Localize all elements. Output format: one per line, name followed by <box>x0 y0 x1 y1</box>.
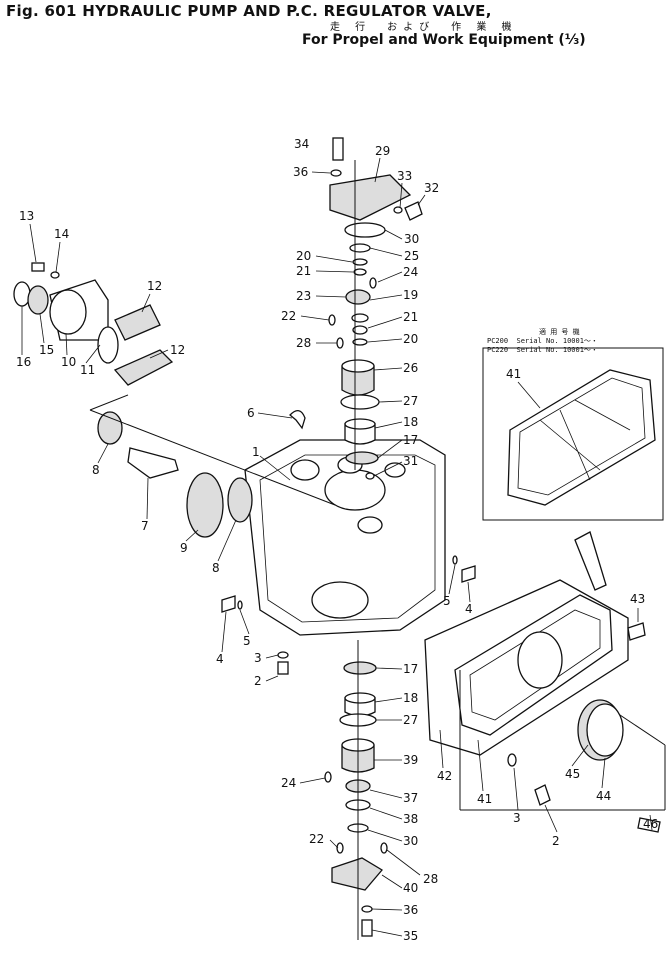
callout-41a: 41 <box>506 367 521 381</box>
callout-21: 21 <box>296 264 311 278</box>
callout-16: 16 <box>16 355 31 369</box>
callout-33: 33 <box>397 169 412 183</box>
callout-28b: 28 <box>423 872 438 886</box>
leader-lines <box>21 157 653 937</box>
callout-40: 40 <box>403 881 418 895</box>
callout-26: 26 <box>403 361 418 375</box>
callout-8a: 8 <box>92 463 100 477</box>
callout-36b: 36 <box>403 903 418 917</box>
callout-4a: 4 <box>465 602 473 616</box>
callout-15: 15 <box>39 343 54 357</box>
callout-39: 39 <box>403 753 418 767</box>
callout-9: 9 <box>180 541 188 555</box>
callout-24: 24 <box>403 265 418 279</box>
figure-subtitle-japanese: 走 行 および 作 業 機 <box>330 22 518 33</box>
callout-44: 44 <box>596 789 611 803</box>
callout-21b: 21 <box>403 310 418 324</box>
bolt-drawing <box>574 531 607 591</box>
callout-1: 1 <box>252 445 260 459</box>
callout-29: 29 <box>375 144 390 158</box>
callout-43: 43 <box>630 592 645 606</box>
callout-11: 11 <box>80 363 95 377</box>
callout-10: 10 <box>61 355 76 369</box>
callout-3b: 3 <box>513 811 521 825</box>
serial-line-pc200: PC200 Serial No. 10001～・ <box>487 337 598 345</box>
callout-31: 31 <box>403 454 418 468</box>
figure-title: Fig. 601 HYDRAULIC PUMP AND P.C. REGULAT… <box>6 2 492 20</box>
callout-30: 30 <box>404 232 419 246</box>
callout-37: 37 <box>403 791 418 805</box>
callout-27: 27 <box>403 394 418 408</box>
callout-6: 6 <box>247 406 255 420</box>
callout-7: 7 <box>141 519 149 533</box>
serial-line-pc220: PC220 Serial No. 10001～・ <box>487 346 598 354</box>
callout-17: 17 <box>403 433 418 447</box>
callout-2a: 2 <box>254 674 262 688</box>
plug-drawing <box>221 555 476 675</box>
serial-heading: 適 用 号 機 <box>539 328 580 336</box>
callout-17b: 17 <box>403 662 418 676</box>
callout-4b: 4 <box>216 652 224 666</box>
callout-30b: 30 <box>403 834 418 848</box>
callout-41b: 41 <box>477 792 492 806</box>
inset-cover-drawing <box>507 369 656 506</box>
pump-housing-drawing <box>244 439 446 636</box>
callout-20b: 20 <box>403 332 418 346</box>
callout-12a: 12 <box>147 279 162 293</box>
shaft-assembly-drawing <box>13 262 336 538</box>
callout-28: 28 <box>296 336 311 350</box>
callout-27b: 27 <box>403 713 418 727</box>
callout-24b: 24 <box>281 776 296 790</box>
callout-22b: 22 <box>309 832 324 846</box>
callout-3a: 3 <box>254 651 262 665</box>
upper-valve-stack-drawing <box>289 137 423 480</box>
callout-42: 42 <box>437 769 452 783</box>
callout-36: 36 <box>293 165 308 179</box>
callout-14: 14 <box>54 227 69 241</box>
callout-23: 23 <box>296 289 311 303</box>
serial-number-note: 適 用 号 機 PC200 Serial No. 10001～・ PC220 S… <box>487 328 598 355</box>
callout-19: 19 <box>403 288 418 302</box>
callout-34: 34 <box>294 137 309 151</box>
callout-18b: 18 <box>403 691 418 705</box>
callout-5a: 5 <box>443 594 451 608</box>
callout-22: 22 <box>281 309 296 323</box>
callout-45: 45 <box>565 767 580 781</box>
callout-32: 32 <box>424 181 439 195</box>
callout-18: 18 <box>403 415 418 429</box>
callout-35: 35 <box>403 929 418 943</box>
callout-25: 25 <box>404 249 419 263</box>
callout-20: 20 <box>296 249 311 263</box>
callout-12b: 12 <box>170 343 185 357</box>
lower-valve-stack-drawing <box>324 640 388 940</box>
callout-5b: 5 <box>243 634 251 648</box>
figure-subtitle: For Propel and Work Equipment (⅓) <box>302 32 586 48</box>
callout-38: 38 <box>403 812 418 826</box>
inset-frame <box>482 347 664 521</box>
callout-labels: 34 29 36 33 32 30 25 20 24 21 23 19 22 2… <box>16 137 658 943</box>
callout-13: 13 <box>19 209 34 223</box>
callout-2b: 2 <box>552 834 560 848</box>
cover-and-gasket-drawing <box>424 579 666 833</box>
callout-46: 46 <box>643 817 658 831</box>
callout-8b: 8 <box>212 561 220 575</box>
